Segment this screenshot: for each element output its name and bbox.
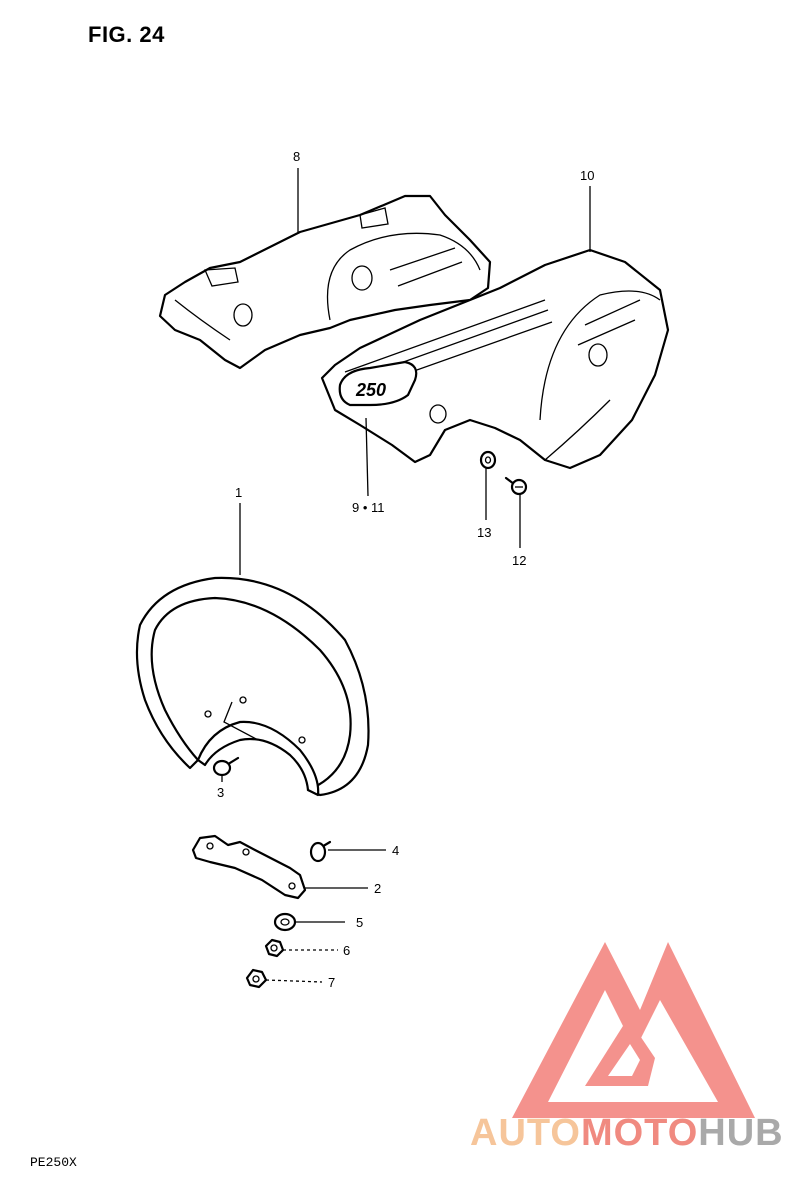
callout-13: 13 (477, 525, 491, 540)
part-6-nut (264, 938, 285, 958)
callout-10: 10 (580, 168, 594, 183)
callout-4: 4 (392, 843, 399, 858)
callout-3: 3 (217, 785, 224, 800)
callout-1: 1 (235, 485, 242, 500)
part-5-washer (273, 912, 297, 932)
callout-9-11: 9 • 11 (352, 500, 385, 515)
part-3-bolt (212, 756, 240, 777)
part-1-disc-guard (135, 576, 370, 797)
callout-5: 5 (356, 915, 363, 930)
callout-2: 2 (374, 881, 381, 896)
callout-7: 7 (328, 975, 335, 990)
part-7-nut (245, 968, 268, 989)
figure-title: FIG. 24 (88, 22, 165, 47)
callout-6: 6 (343, 943, 350, 958)
part-2-bracket (191, 834, 307, 900)
callout-12: 12 (512, 553, 526, 568)
brand-hub: HUB (698, 1112, 784, 1154)
leader-lines (221, 168, 591, 983)
part-12-screw (504, 476, 528, 496)
part-10-chain-case-cover: 250 (320, 248, 670, 470)
brand-auto: AUTO (470, 1112, 581, 1154)
callout-8: 8 (293, 149, 300, 164)
model-code: PE250X (30, 1155, 77, 1170)
emblem-250: 250 (355, 380, 386, 400)
part-4-bolt (309, 840, 332, 863)
part-13-washer (479, 450, 497, 470)
brand-moto: MOTO (580, 1112, 699, 1154)
watermark-brand-text: AUTOMOTOHUB (470, 1112, 784, 1155)
watermark-logo-icon (512, 942, 755, 1118)
